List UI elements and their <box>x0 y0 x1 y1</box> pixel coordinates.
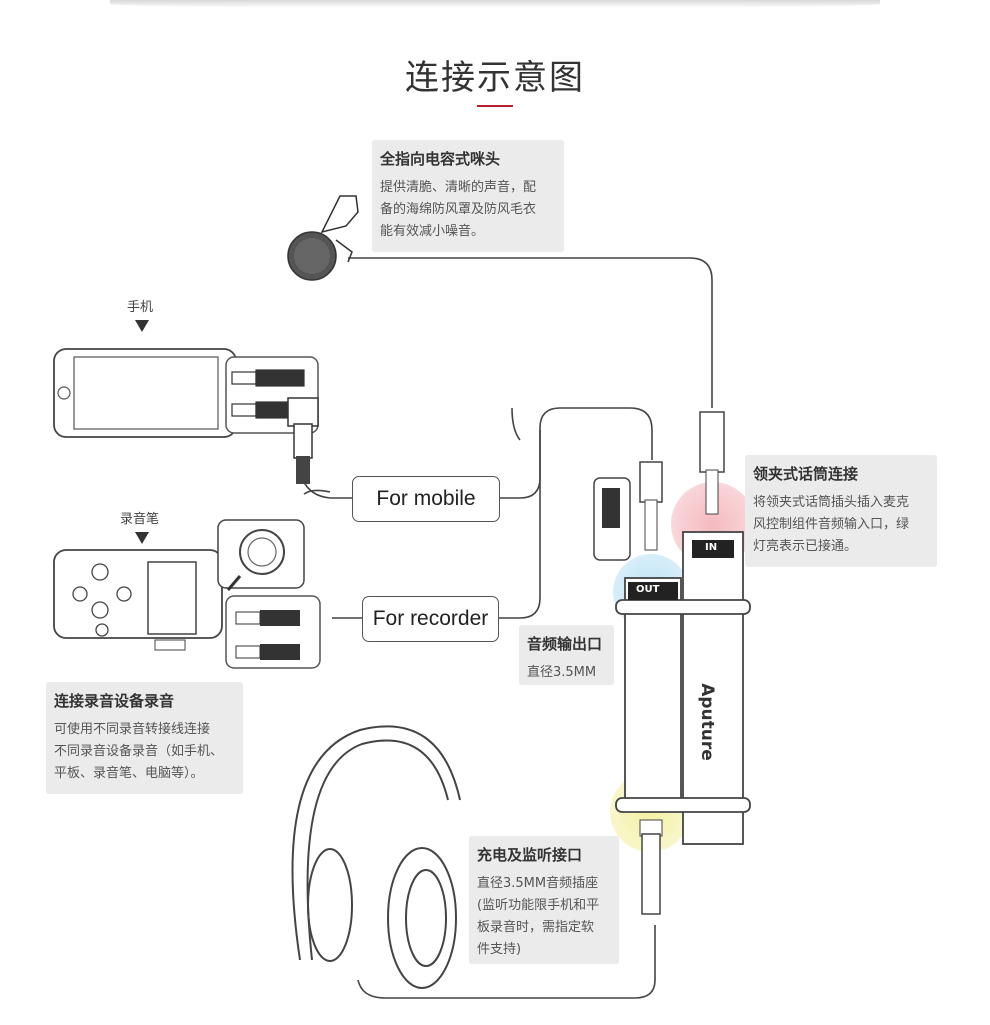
callout-charge-line-2: (监听功能限手机和平 <box>477 898 600 913</box>
callout-recording-line-1: 可使用不同录音转接线连接 <box>54 722 211 737</box>
callout-charge: 充电及监听接口 直径3.5MM音频插座 (监听功能限手机和平 板录音时，需指定软… <box>469 836 619 964</box>
cable-branch <box>511 407 521 441</box>
callout-recording: 连接录音设备录音 可使用不同录音转接线连接 不同录音设备录音（如手机、 平板、录… <box>46 682 243 794</box>
recorder-arrow-icon <box>135 532 149 544</box>
callout-recording-line-3: 平板、录音笔、电脑等）。 <box>54 766 204 781</box>
callout-output-line-1: 直径3.5MM <box>527 665 597 680</box>
mic-cable <box>348 257 713 408</box>
page-title: 连接示意图 <box>405 58 585 98</box>
lavalier-mic <box>287 195 359 281</box>
callout-lavalier-line-1: 将领夹式话筒插头插入麦克 <box>753 495 910 510</box>
phone-arrow-icon <box>135 320 149 332</box>
in-port-label: IN <box>705 542 718 553</box>
brand-logo: Aputure <box>696 683 717 761</box>
trrs-plug-adapter <box>593 411 725 915</box>
headphone-cable <box>357 925 656 999</box>
mic-control-module <box>615 531 751 845</box>
top-divider <box>110 0 880 8</box>
mobile-adapter-cable-right <box>500 407 653 499</box>
for-mobile-adapter: For mobile <box>352 476 500 522</box>
title-underline <box>477 105 513 107</box>
headphones <box>291 725 461 989</box>
phone-device <box>53 348 319 484</box>
cables <box>302 257 713 999</box>
recorder-adapter-cable-right <box>499 430 541 619</box>
callout-mic-heading: 全指向电容式咪头 <box>380 150 501 168</box>
callout-mic-line-3: 能有效减小噪音。 <box>380 224 485 239</box>
callout-recording-heading: 连接录音设备录音 <box>54 692 175 710</box>
callout-charge-line-3: 板录音时，需指定软 <box>477 920 595 935</box>
callout-lavalier-line-2: 风控制组件音频输入口，绿 <box>753 517 910 532</box>
mobile-cable-join <box>303 489 331 495</box>
callout-output-heading: 音频输出口 <box>527 635 603 653</box>
for-recorder-adapter: For recorder <box>362 596 499 642</box>
mobile-adapter-cable-left <box>302 479 352 499</box>
callout-lavalier-line-3: 灯亮表示已接通。 <box>753 539 858 554</box>
callout-output: 音频输出口 直径3.5MM <box>519 625 614 685</box>
out-port-label: OUT <box>636 584 660 595</box>
callout-recording-line-2: 不同录音设备录音（如手机、 <box>54 744 224 759</box>
phone-label: 手机 <box>127 300 154 315</box>
recorder-device <box>53 519 321 669</box>
callout-mic-line-1: 提供清脆、清晰的声音，配 <box>380 180 537 195</box>
callout-charge-line-1: 直径3.5MM音频插座 <box>477 876 599 891</box>
callout-mic: 全指向电容式咪头 提供清脆、清晰的声音，配 备的海绵防风罩及防风毛衣 能有效减小… <box>372 140 564 252</box>
recorder-label: 录音笔 <box>120 512 160 527</box>
callout-lavalier-heading: 领夹式话筒连接 <box>753 465 859 483</box>
callout-charge-heading: 充电及监听接口 <box>477 846 583 864</box>
callout-charge-line-4: 件支持) <box>477 942 522 957</box>
callout-mic-line-2: 备的海绵防风罩及防风毛衣 <box>380 202 537 217</box>
callout-lavalier: 领夹式话筒连接 将领夹式话筒插头插入麦克 风控制组件音频输入口，绿 灯亮表示已接… <box>745 455 937 567</box>
